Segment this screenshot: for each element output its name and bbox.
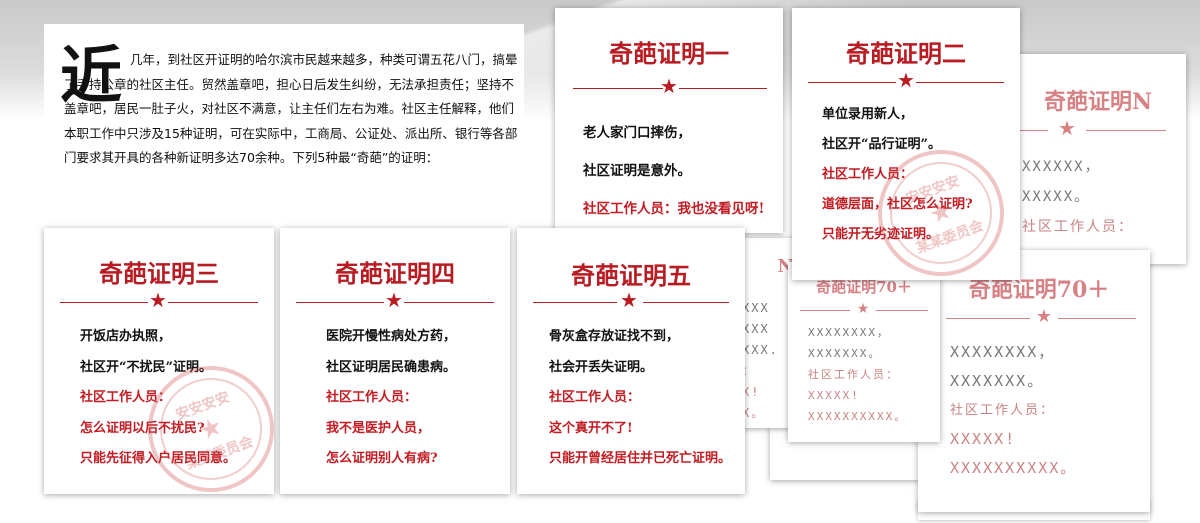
card-line: 医院开慢性病处方药，	[326, 329, 457, 344]
card-line: 社区证明居民确患病。	[326, 359, 457, 375]
title-rule-right	[643, 302, 729, 303]
card-line: 社区工作人员：	[808, 368, 899, 381]
star-icon: ★	[856, 301, 870, 317]
star-icon: ★	[620, 288, 638, 312]
card-line: 社区工作人员：	[326, 390, 418, 405]
card-line: XXXXXXXXXX。	[950, 459, 1078, 477]
star-icon: ★	[1035, 306, 1053, 327]
card-line: XXX	[742, 322, 770, 336]
star-icon: ★	[660, 74, 678, 98]
title-rule-right	[916, 82, 1004, 83]
card-title: 奇葩证明三	[99, 259, 219, 288]
card-proof-4: 奇葩证明四 ★ 医院开慢性病处方药， 社区证明居民确患病。 社区工作人员： 我不…	[280, 228, 510, 494]
card-title: 奇葩证明二	[846, 39, 966, 68]
card-body: 医院开慢性病处方药， 社区证明居民确患病。 社区工作人员： 我不是医护人员， 怎…	[326, 322, 456, 475]
card-line: 只能开无劣迹证明。	[822, 227, 940, 242]
card-line: 社会开丢失证明。	[549, 359, 654, 375]
card-body: XXX XXX XXX. ： X! X。	[742, 298, 779, 424]
card-line: XXXXX。	[1022, 189, 1091, 205]
card-line: 社区工作人员：	[950, 403, 1056, 418]
card-body: 骨灰盒存放证找不到， 社会开丢失证明。 社区工作人员： 这个真开不了! 只能开曾…	[549, 322, 731, 475]
card-proof-5: 奇葩证明五 ★ 骨灰盒存放证找不到， 社会开丢失证明。 社区工作人员： 这个真开…	[517, 228, 745, 494]
intro-panel: 近 几年，到社区开证明的哈尔滨市民越来越多，种类可谓五花八门，搞晕了手持公章的社…	[44, 24, 524, 214]
card-line: 我不是医护人员，	[326, 420, 431, 436]
card-body: 开饭店办执照， 社区开“不扰民”证明。 社区工作人员： 怎么证明以后不扰民? 只…	[80, 322, 236, 475]
card-body: 老人家门口摔伤， 社区证明是意外。 社区工作人员：我也没看见呀!	[583, 114, 764, 228]
card-line: ：	[742, 364, 757, 378]
card-line: 社区工作人员：我也没看见呀!	[583, 201, 765, 217]
card-line: X。	[742, 406, 766, 420]
card-line: X!	[742, 385, 761, 399]
card-body: XXXXXXXX， XXXXXXX。 社区工作人员： XXXXX! XXXXXX…	[950, 338, 1077, 483]
card-line: XXX.	[742, 343, 779, 357]
card-line: 道德层面，社区怎么证明?	[822, 197, 973, 212]
intro-text: 几年，到社区开证明的哈尔滨市民越来越多，种类可谓五花八门，搞晕了手持公章的社区主…	[64, 52, 518, 165]
card-line: 只能先征得入户居民同意。	[80, 451, 237, 466]
star-icon: ★	[1058, 116, 1076, 140]
title-rule-left	[296, 302, 384, 303]
card-title: 奇葩证明四	[335, 259, 455, 288]
title-rule-right	[876, 310, 928, 311]
title-rule-left	[946, 318, 1030, 319]
card-proof-3: 奇葩证明三 ★ 开饭店办执照， 社区开“不扰民”证明。 社区工作人员： 怎么证明…	[44, 228, 292, 510]
title-rule-left	[808, 82, 896, 83]
card-line: 社区证明是意外。	[583, 163, 691, 179]
card-line: XXXXX!	[808, 389, 860, 402]
card-line: 这个真开不了!	[549, 420, 633, 436]
card-line: 只能开曾经居住并已死亡证明。	[549, 451, 732, 466]
card-line: 怎么证明以后不扰民?	[80, 420, 205, 436]
card-line: 社区工作人员：	[1022, 219, 1134, 235]
card-body: XXXXXXXX， XXXXXXX。 社区工作人员： XXXXX! XXXXXX…	[808, 322, 907, 427]
title-rule-right	[404, 302, 494, 303]
title-rule-left	[60, 302, 148, 303]
card-line: 骨灰盒存放证找不到，	[549, 329, 680, 344]
title-rule-left	[573, 88, 663, 89]
card-line: 社区开“品行证明”。	[822, 137, 941, 152]
card-line: XXX	[742, 301, 770, 315]
title-rule-left	[533, 302, 617, 303]
card-line: XXXXXXX。	[808, 347, 882, 360]
card-body: 单位录用新人， 社区开“品行证明”。 社区工作人员： 道德层面，社区怎么证明? …	[822, 100, 973, 250]
intro-drop-cap: 近	[60, 39, 123, 112]
card-line: XXXXXXXXXX。	[808, 410, 908, 423]
card-line: XXXXXXXX，	[950, 343, 1056, 361]
card-line: 单位录用新人，	[822, 107, 914, 122]
faded-card-70-large: 奇葩证明70＋ ★ XXXXXXXX， XXXXXXX。 社区工作人员： XXX…	[918, 250, 1150, 512]
title-rule-right	[1086, 130, 1166, 131]
card-proof-1: 奇葩证明一 ★ 老人家门口摔伤， 社区证明是意外。 社区工作人员：我也没看见呀!	[555, 8, 783, 233]
star-icon: ★	[897, 68, 915, 92]
card-line: 老人家门口摔伤，	[583, 125, 691, 141]
card-body: XXXXXX， XXXXX。 社区工作人员：	[1022, 152, 1134, 242]
card-line: XXXXXXXX，	[808, 326, 890, 339]
card-line: XXXXXX，	[1022, 159, 1101, 175]
card-title: 奇葩证明70＋	[968, 277, 1110, 303]
faded-card-70-small: 奇葩证明70＋ ★ XXXXXXXX， XXXXXXX。 社区工作人员： XXX…	[788, 262, 940, 442]
card-line: XXXXX!	[950, 430, 1017, 448]
card-line: 开饭店办执照，	[80, 329, 172, 344]
card-title: 奇葩证明N	[1043, 89, 1153, 115]
title-rule-right	[168, 302, 258, 303]
card-line: 社区工作人员：	[549, 390, 641, 405]
card-proof-2: 奇葩证明二 ★ 单位录用新人， 社区开“品行证明”。 社区工作人员： 道德层面，…	[792, 8, 1022, 294]
title-rule-left	[800, 310, 850, 311]
card-line: 社区工作人员：	[80, 390, 172, 405]
card-title: 奇葩证明一	[609, 39, 729, 68]
card-title: 奇葩证明五	[571, 261, 691, 290]
card-line: 怎么证明别人有病?	[326, 451, 438, 466]
card-line: XXXXXXX。	[950, 372, 1045, 390]
card-title: 奇葩证明70＋	[816, 278, 912, 296]
card-line: 社区开“不扰民”证明。	[80, 359, 212, 375]
star-icon: ★	[149, 288, 167, 312]
card-line: 社区工作人员：	[822, 167, 914, 182]
title-rule-right	[679, 88, 767, 89]
title-rule-right	[1058, 318, 1136, 319]
title-rule-left	[1010, 130, 1048, 131]
star-icon: ★	[385, 288, 403, 312]
faded-card-n: 奇葩证明N ★ XXXXXX， XXXXX。 社区工作人员：	[990, 54, 1186, 264]
